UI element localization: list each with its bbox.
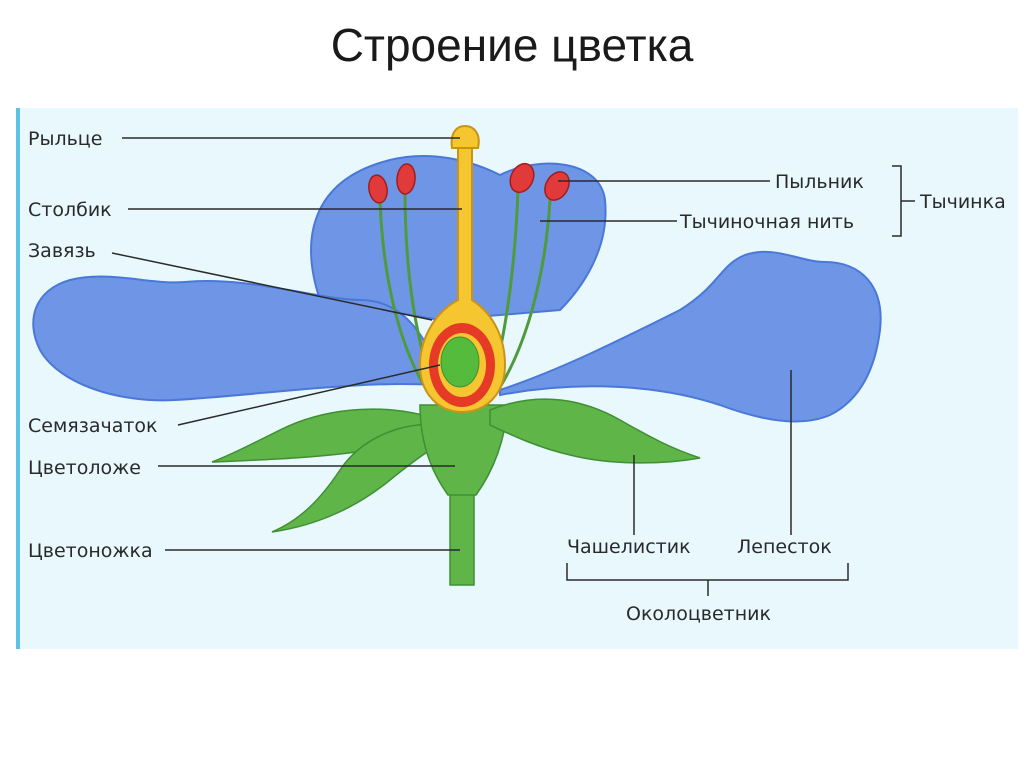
leader-ovule xyxy=(177,364,441,426)
filament-1 xyxy=(378,199,432,396)
label-petal: Лепесток xyxy=(737,536,832,558)
leader-ovary xyxy=(111,252,433,321)
label-sepal: Чашелистик xyxy=(567,536,691,558)
right-petal xyxy=(499,250,882,423)
label-receptacle: Цветоложе xyxy=(28,457,141,479)
label-stamen: Тычинка xyxy=(919,191,1006,213)
page-title: Строение цветка xyxy=(330,19,694,71)
perianth-bracket xyxy=(566,563,849,596)
label-ovule: Семязачаток xyxy=(28,415,158,437)
label-anther: Пыльник xyxy=(775,171,864,193)
anther-3 xyxy=(509,162,535,194)
ovule xyxy=(440,336,480,388)
label-ovary: Завязь xyxy=(28,240,96,262)
anther-2 xyxy=(396,163,416,195)
label-style: Столбик xyxy=(28,199,112,221)
anther-1 xyxy=(368,174,388,204)
filament-4 xyxy=(493,199,552,396)
label-filament: Тычиночная нить xyxy=(679,211,854,233)
anther-4 xyxy=(544,171,570,201)
stigma xyxy=(450,124,480,149)
right-sepal xyxy=(489,398,701,464)
label-perianth: Околоцветник xyxy=(626,603,771,625)
left-petal xyxy=(32,275,436,402)
stamen-bracket xyxy=(892,165,915,237)
label-pedicel: Цветоножка xyxy=(28,540,153,562)
label-stigma: Рыльце xyxy=(28,128,102,150)
